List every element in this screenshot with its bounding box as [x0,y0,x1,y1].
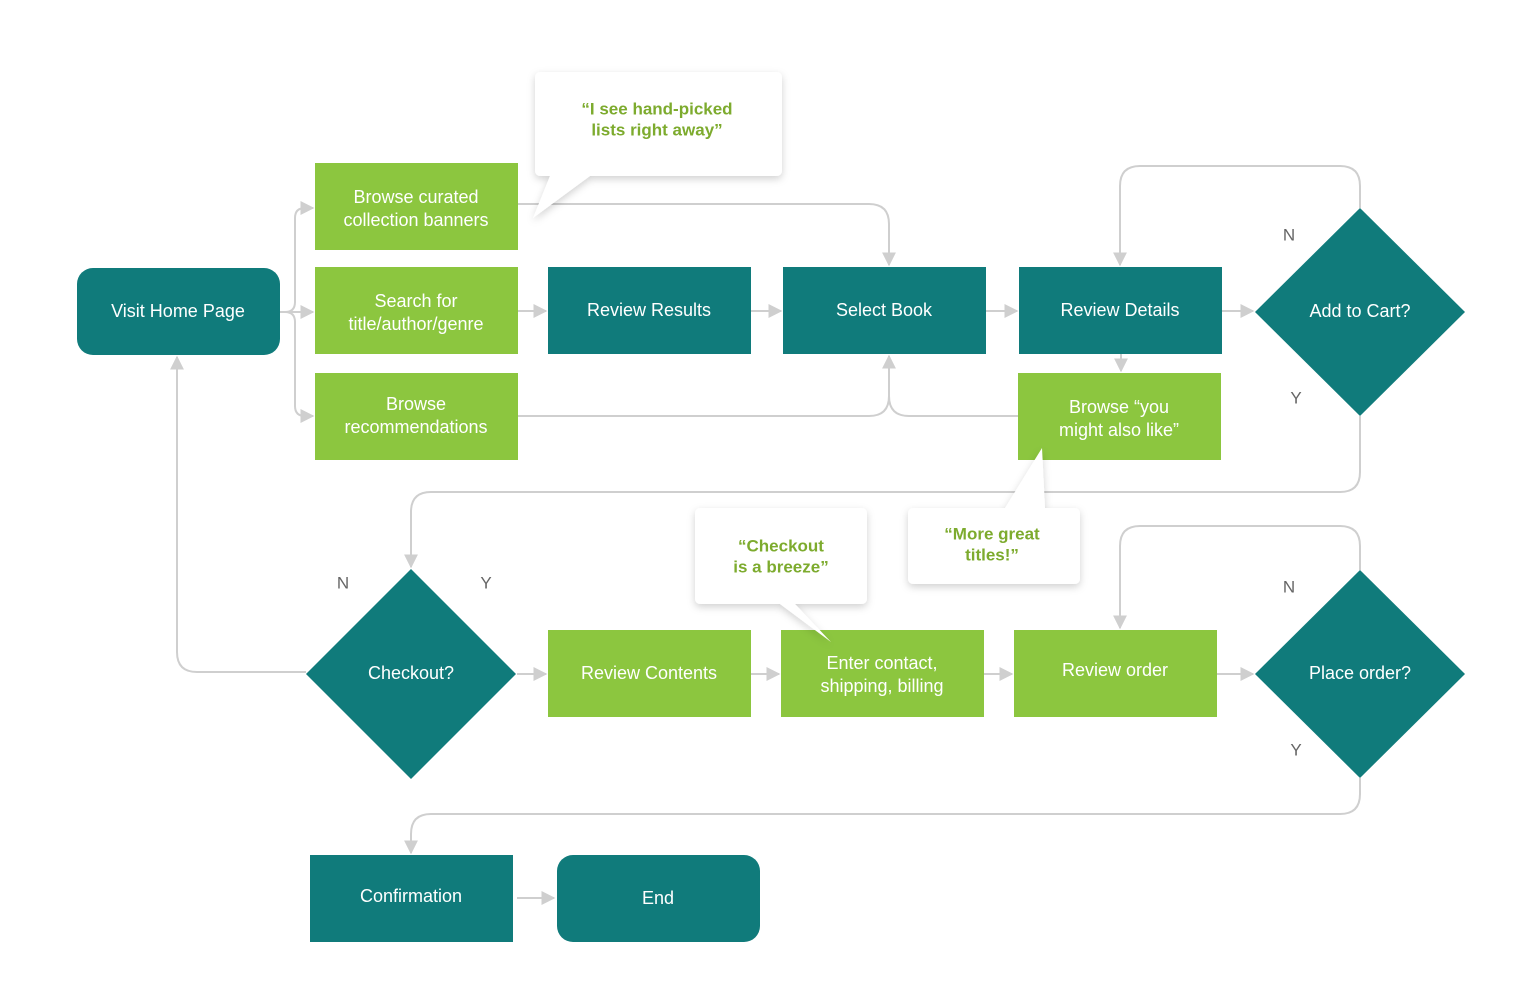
node-review-contents: Review Contents [548,630,751,717]
connector-place-yes-to-confirmation [404,778,1361,855]
node-confirmation: Confirmation [310,855,513,942]
node-review-results: Review Results [548,267,751,354]
connector-home-to-curated [280,201,315,313]
connectors [170,165,1361,905]
node-label: Select Book [836,300,933,320]
branch-label-place-order-no: N [1283,577,1295,596]
node-label: Confirmation [360,886,462,906]
node-label-line: recommendations [344,417,487,437]
node-label-line: collection banners [343,210,488,230]
node-label: Review order [1062,660,1168,680]
node-label-line: shipping, billing [820,676,943,696]
node-browse-recommendations: Browse recommendations [315,373,518,460]
node-browse-curated: Browse curated collection banners [315,163,518,250]
callout-checkout-breeze [695,508,867,642]
connector-curated-to-select [518,203,896,267]
branch-label-checkout-no: N [337,573,349,592]
node-browse-also-like: Browse “you might also like” [1018,373,1221,460]
branch-label-add-cart-yes: Y [1290,388,1301,407]
node-label: Review Contents [581,663,717,683]
callout-more-titles [908,448,1080,584]
connector-cart-no-loop [1113,165,1361,267]
connector-place-no-loop [1113,525,1361,630]
node-search: Search for title/author/genre [315,267,518,354]
node-label: Visit Home Page [111,301,245,321]
node-label-line: might also like” [1059,420,1179,440]
node-visit-home-page: Visit Home Page [77,268,280,355]
node-enter-contact: Enter contact, shipping, billing [781,630,984,717]
node-label: Review Results [587,300,711,320]
node-label-line: Browse “you [1069,397,1169,417]
connector-checkout-no-to-home [170,355,306,673]
node-review-order: Review order [1014,630,1217,717]
node-label-line: Search for [374,291,457,311]
node-label: Review Details [1060,300,1179,320]
node-label-line: title/author/genre [348,314,483,334]
branch-label-place-order-yes: Y [1290,740,1301,759]
callout-more-titles-line: titles!” [965,545,1019,564]
decision-checkout: Checkout? [306,569,516,779]
connector-home-to-recs [280,311,315,423]
decision-label: Place order? [1309,663,1411,683]
node-label: End [642,888,674,908]
decision-add-to-cart: Add to Cart? [1255,208,1465,416]
node-select-book: Select Book [783,267,986,354]
decision-label: Add to Cart? [1309,301,1410,321]
callout-hand-picked [533,72,782,218]
branch-label-checkout-yes: Y [480,573,491,592]
node-end: End [557,855,760,942]
callout-hand-picked-line: “I see hand-picked [581,99,732,118]
node-label-line: Enter contact, [826,653,937,673]
node-label-line: Browse [386,394,446,414]
connector-recs-to-select [518,354,896,417]
callout-more-titles-line: “More great [944,524,1040,543]
node-review-details: Review Details [1019,267,1222,354]
node-label-line: Browse curated [353,187,478,207]
callout-checkout-breeze-line: “Checkout [738,536,824,555]
connector-also-like-to-select [888,395,1018,417]
callout-checkout-breeze-line: is a breeze” [733,557,828,576]
decision-place-order: Place order? [1255,570,1465,778]
branch-label-add-cart-no: N [1283,225,1295,244]
callout-hand-picked-line: lists right away” [591,120,722,139]
connector-cart-yes-to-checkout [404,416,1361,569]
decision-label: Checkout? [368,663,454,683]
